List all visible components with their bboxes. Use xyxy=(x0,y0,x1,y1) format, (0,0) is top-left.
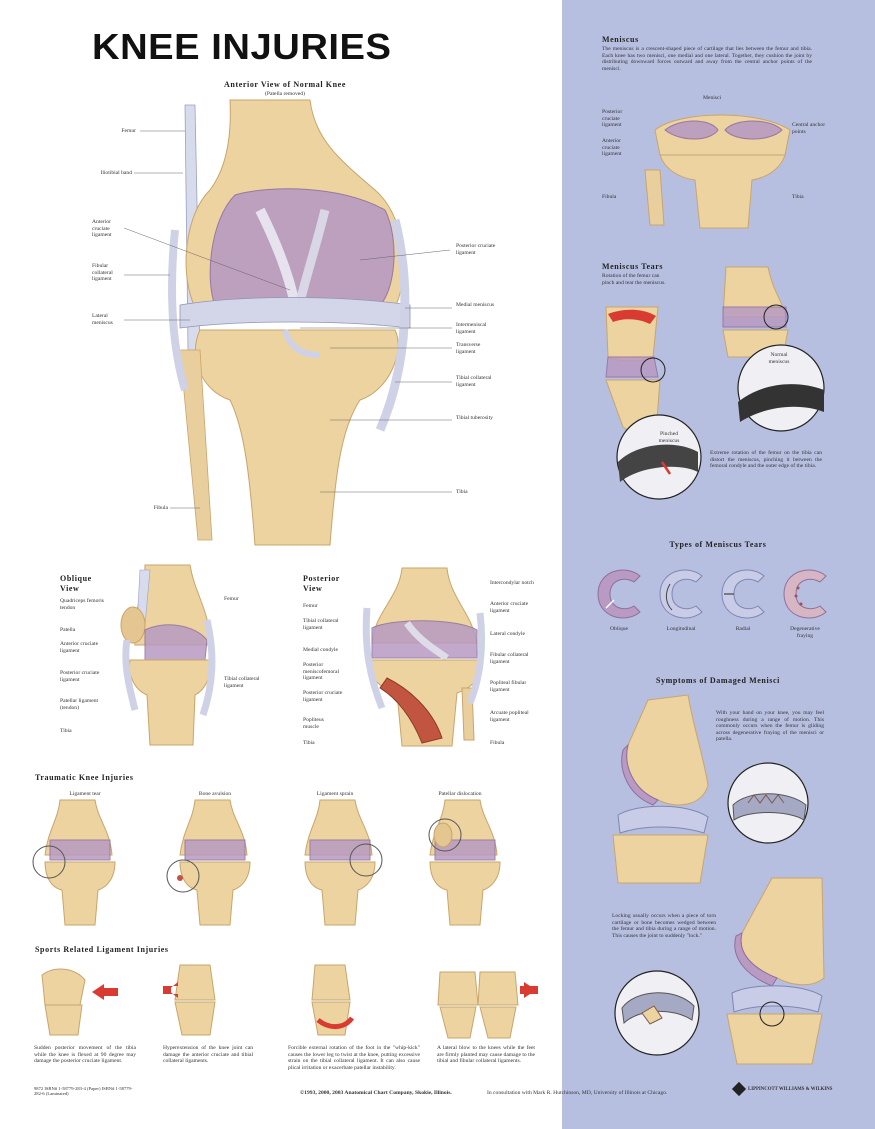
label-anterior-cruciate: Anterior cruciate ligament xyxy=(92,219,112,239)
sports-text-4: A lateral blow to the knees while the fe… xyxy=(437,1045,535,1065)
posterior-label-lateral-condyle: Lateral condyle xyxy=(490,631,525,637)
label-posterior-cruciate: Posterior cruciate ligament xyxy=(456,243,496,256)
oblique-label-patellar-ligament: Patellar ligament (tendon) xyxy=(60,698,99,711)
anterior-leader-lines xyxy=(123,130,452,509)
meniscus-heading: Meniscus xyxy=(602,35,639,44)
sports-hyperextension xyxy=(163,964,216,1036)
traumatic-label-patellar-dislocation: Patellar dislocation xyxy=(438,791,482,797)
tear-label-degenerative: Degenerative fraying xyxy=(790,626,820,639)
oblique-label-quadriceps: Quadriceps femoris tendon xyxy=(60,598,104,611)
label-tibial-tuberosity: Tibial tuberosity xyxy=(456,415,493,421)
posterior-label-fibular-collateral: Fibular collateral ligament xyxy=(490,652,529,665)
oblique-label-pcl: Posterior cruciate ligament xyxy=(60,670,100,683)
label-iliotibial-band: Iliotibial band xyxy=(100,170,132,176)
meniscus-tears-text: Rotation of the femur can pinch and tear… xyxy=(602,273,666,286)
symptoms-locking-illustration xyxy=(614,877,825,1065)
label-tibial-collateral: Tibial collateral ligament xyxy=(456,375,492,388)
posterior-label-fibula: Fibula xyxy=(490,740,505,746)
oblique-label-tibia: Tibia xyxy=(60,728,72,734)
label-medial-meniscus: Medial meniscus xyxy=(456,302,495,308)
label-intermeniscal: Intermeniscal ligament xyxy=(456,322,487,335)
meniscus-tear-types xyxy=(597,569,827,619)
bone-avulsion-knee xyxy=(166,799,251,926)
types-heading: Types of Meniscus Tears xyxy=(669,540,767,549)
patellar-dislocation-knee xyxy=(428,799,501,926)
meniscus-illustration xyxy=(644,114,791,229)
normal-meniscus-label: Normal meniscus xyxy=(768,352,790,365)
posterior-knee-illustration xyxy=(362,567,485,747)
anterior-subheading: (Patella removed) xyxy=(265,91,305,97)
posterior-label-intercondylar: Intercondylar notch xyxy=(490,580,534,586)
meniscus-tears-text-2: Extreme rotation of the femur on the tib… xyxy=(710,450,822,470)
posterior-label-femur: Femur xyxy=(303,603,318,609)
traumatic-label-ligament-sprain: Ligament sprain xyxy=(316,791,354,797)
oblique-label-acl: Anterior cruciate ligament xyxy=(60,641,99,654)
symptoms-text-2: Locking usually occurs when a piece of t… xyxy=(612,913,716,939)
pinched-meniscus-label: Pinched meniscus xyxy=(658,431,680,444)
ligament-sprain-knee xyxy=(304,799,383,926)
tear-type-degenerative xyxy=(783,569,827,619)
posterior-label-pcl: Posterior cruciate ligament xyxy=(303,690,343,703)
oblique-label-patella: Patella xyxy=(60,627,76,633)
tear-label-longitudinal: Longitudinal xyxy=(666,626,696,632)
footer-consultation: In consultation with Mark R. Hutchinson,… xyxy=(487,1090,668,1096)
sports-posterior-tibia xyxy=(41,968,118,1036)
meniscus-label-anchor: Central anchor points xyxy=(792,122,826,135)
posterior-heading: Posterior View xyxy=(303,574,340,593)
symptoms-text-1: With your hand on your knee, you may fee… xyxy=(716,710,824,743)
traumatic-label-bone-avulsion: Bone avulsion xyxy=(198,791,232,797)
posterior-label-tibial-collateral: Tibial collateral ligament xyxy=(303,618,339,631)
sports-text-3: Forcible external rotation of the foot i… xyxy=(288,1045,420,1071)
tear-type-longitudinal xyxy=(659,569,703,619)
label-lateral-meniscus: Lateral meniscus xyxy=(92,313,113,326)
ligament-tear-knee xyxy=(32,799,116,926)
posterior-label-acl: Anterior cruciate ligament xyxy=(490,601,529,614)
traumatic-injury-illustrations xyxy=(32,799,501,926)
posterior-label-medial-condyle: Medial condyle xyxy=(303,647,338,653)
main-title: KNEE INJURIES xyxy=(92,26,392,67)
meniscus-label-menisci: Menisci xyxy=(703,95,722,101)
symptoms-heading: Symptoms of Damaged Menisci xyxy=(656,676,780,685)
meniscus-label-fibula: Fibula xyxy=(602,194,617,200)
posterior-label-meniscofemoral: Posterior meniscofemoral ligament xyxy=(303,662,340,682)
sports-injury-illustrations xyxy=(41,964,538,1039)
oblique-label-tibial-collateral: Tibial collateral ligament xyxy=(224,676,260,689)
tear-type-radial xyxy=(721,569,765,619)
sports-whip-kick xyxy=(311,964,355,1036)
label-fibula: Fibula xyxy=(153,505,168,511)
posterior-label-popliteal-fibular: Popliteal fibular ligament xyxy=(490,680,527,693)
oblique-knee-illustration xyxy=(120,564,216,746)
sports-text-2: Hyperextension of the knee joint can dam… xyxy=(163,1045,253,1065)
meniscus-label-tibia: Tibia xyxy=(792,194,804,200)
oblique-heading: Oblique View xyxy=(60,574,92,593)
meniscus-tears-heading: Meniscus Tears xyxy=(602,262,664,271)
sports-text-1: Sudden posterior movement of the tibia w… xyxy=(34,1045,136,1065)
symptoms-roughness-illustration xyxy=(612,694,809,884)
sports-lateral-blow xyxy=(437,971,538,1039)
publisher-name: LIPPINCOTT WILLIAMS & WILKINS xyxy=(748,1087,833,1092)
posterior-label-tibia: Tibia xyxy=(303,740,315,746)
meniscus-tears-illustration xyxy=(605,266,825,500)
oblique-label-femur: Femur xyxy=(224,596,239,602)
sports-heading: Sports Related Ligament Injuries xyxy=(35,945,169,954)
meniscus-label-acl: Anterior cruciate ligament xyxy=(602,138,622,158)
tear-label-oblique: Oblique xyxy=(609,626,629,632)
anterior-heading: Anterior View of Normal Knee xyxy=(224,80,346,89)
traumatic-heading: Traumatic Knee Injuries xyxy=(35,773,134,782)
footer-copyright: ©1993, 2000, 2003 Anatomical Chart Compa… xyxy=(300,1090,452,1096)
meniscus-label-pcl: Posterior cruciate ligament xyxy=(602,109,623,129)
posterior-label-popliteus: Popliteus muscle xyxy=(303,717,324,730)
posterior-label-arcuate: Arcuate popliteal ligament xyxy=(490,710,529,723)
label-tibia: Tibia xyxy=(456,489,468,495)
label-femur: Femur xyxy=(121,128,136,134)
tear-type-oblique xyxy=(597,569,641,619)
footer-code: 9872 ISBN# 1-58779-283-4 (Paper) ISBN# 1… xyxy=(34,1086,133,1097)
label-fibular-collateral: Fibular collateral ligament xyxy=(92,263,113,283)
label-transverse: Transverse ligament xyxy=(456,342,481,355)
tear-label-radial: Radial xyxy=(735,626,751,632)
traumatic-label-ligament-tear: Ligament tear xyxy=(69,791,101,797)
meniscus-text: The meniscus is a crescent-shaped piece … xyxy=(602,46,812,72)
anterior-knee-illustration xyxy=(168,99,411,546)
